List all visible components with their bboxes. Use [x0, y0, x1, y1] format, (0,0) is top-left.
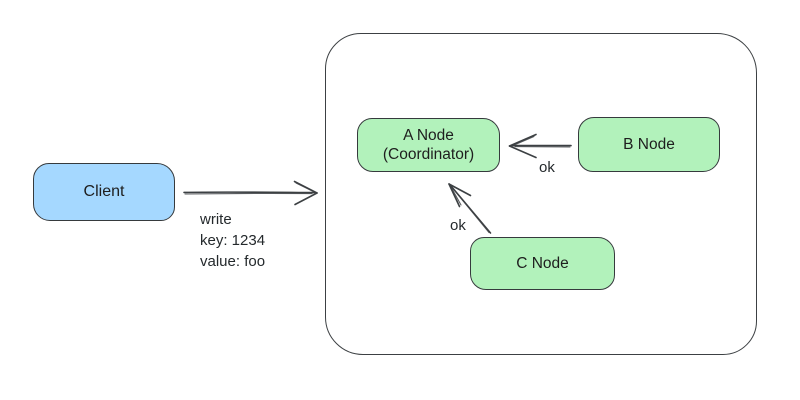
node-client: Client [33, 163, 175, 221]
cluster-boundary [325, 33, 757, 355]
node-b: B Node [578, 117, 720, 172]
node-client-label: Client [83, 183, 125, 200]
edge-label-ok-c: ok [450, 217, 466, 234]
node-b-label: B Node [623, 135, 675, 153]
node-a-label: A Node (Coordinator) [382, 126, 475, 163]
node-c: C Node [470, 237, 615, 290]
node-a-coordinator: A Node (Coordinator) [357, 118, 500, 172]
arrow-client-to-cluster [183, 180, 318, 206]
node-c-label: C Node [516, 254, 569, 272]
edge-label-ok-b: ok [539, 159, 555, 176]
edge-label-write-request: write key: 1234 value: foo [200, 211, 266, 270]
